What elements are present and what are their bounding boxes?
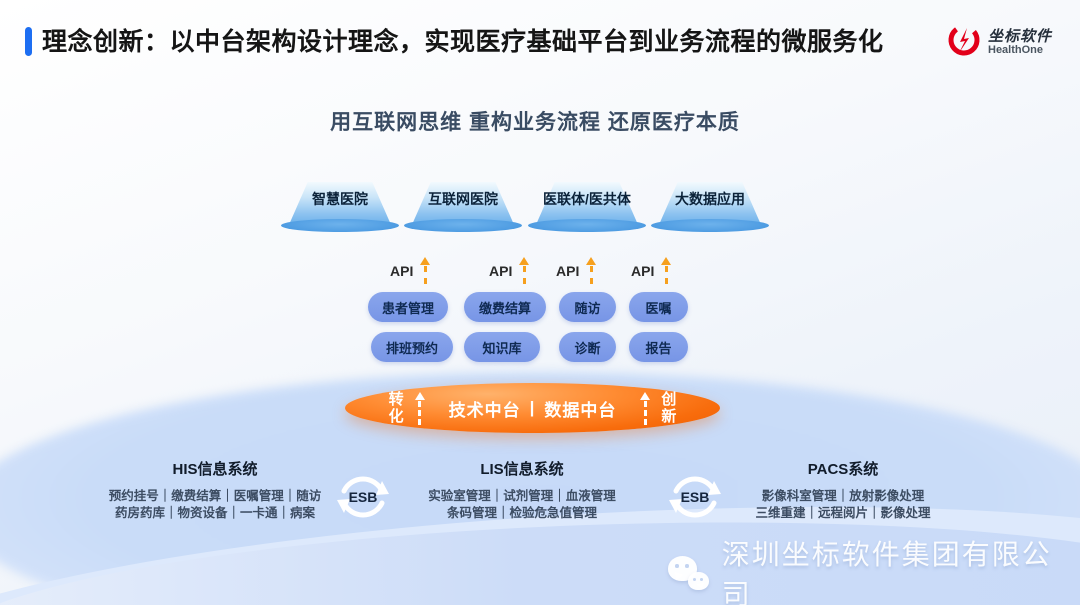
up-arrow-icon	[519, 257, 530, 284]
esb-connector-1: ESB	[334, 468, 392, 526]
innovate-vertical-label: 创新	[661, 391, 677, 425]
logo-text: 坐标软件 HealthOne	[988, 29, 1052, 56]
platform-internet-hospital: 互联网医院	[403, 182, 523, 232]
api-gateway-2: API	[489, 257, 530, 291]
api-gateway-1: API	[390, 257, 431, 291]
platform-label: 大数据应用	[675, 191, 745, 207]
title-accent-bar	[25, 27, 32, 56]
service-patient-management: 患者管理	[368, 292, 448, 322]
platform-medical-alliance: 医联体/医共体	[527, 182, 647, 232]
logo-sub-brand: HealthOne	[988, 43, 1044, 56]
up-arrow-icon	[586, 257, 597, 284]
healthone-logo-icon	[946, 22, 982, 63]
platform-label: 互联网医院	[428, 191, 498, 207]
separator: |	[529, 398, 536, 417]
his-line-1: 预约挂号｜缴费结算｜医嘱管理｜随访	[108, 489, 322, 503]
his-system-title: HIS信息系统	[172, 461, 258, 478]
api-label: API	[489, 263, 513, 279]
up-arrow-icon	[661, 257, 672, 284]
pacs-line-2: 三维重建｜远程阅片｜影像处理	[755, 506, 931, 520]
sync-arrows-icon	[669, 476, 721, 518]
up-arrow-icon	[420, 257, 431, 284]
his-system-details: 预约挂号｜缴费结算｜医嘱管理｜随访 药房药库｜物资设备｜一卡通｜病案	[90, 488, 340, 522]
pacs-system-block: PACS系统 影像科室管理｜放射影像处理 三维重建｜远程阅片｜影像处理	[718, 458, 968, 522]
service-doctor-orders: 医嘱	[629, 292, 688, 322]
trapezoid-base-ellipse	[280, 219, 400, 232]
platform-label: 智慧医院	[312, 191, 368, 207]
api-label: API	[556, 263, 580, 279]
service-diagnosis: 诊断	[559, 332, 616, 362]
wechat-icon	[668, 553, 712, 593]
middle-platform-ellipse: 转化 技术中台 | 数据中台 创新	[345, 383, 720, 433]
company-logo: 坐标软件 HealthOne	[946, 22, 1052, 63]
platform-label: 医联体/医共体	[543, 191, 631, 207]
esb-connector-2: ESB	[666, 468, 724, 526]
lis-system-details: 实验室管理｜试剂管理｜血液管理 条码管理｜检验危急值管理	[397, 488, 647, 522]
service-report: 报告	[629, 332, 688, 362]
platform-big-data: 大数据应用	[650, 182, 770, 232]
service-scheduling: 排班预约	[371, 332, 453, 362]
up-arrow-icon	[640, 391, 651, 425]
platform-smart-hospital: 智慧医院	[280, 182, 400, 232]
trapezoid-base-ellipse	[650, 219, 770, 232]
logo-brand-name: 坐标软件	[988, 27, 1053, 45]
service-follow-up: 随访	[559, 292, 616, 322]
up-arrow-icon	[414, 391, 425, 425]
api-gateway-3: API	[556, 257, 597, 291]
trapezoid-base-ellipse	[527, 219, 647, 232]
esb-label: ESB	[348, 489, 378, 505]
service-knowledge-base: 知识库	[464, 332, 540, 362]
api-label: API	[390, 263, 414, 279]
middle-platform-title: 技术中台 | 数据中台	[449, 396, 617, 421]
api-gateway-4: API	[631, 257, 672, 291]
api-label: API	[631, 263, 655, 279]
company-watermark: 深圳坐标软件集团有限公司	[668, 533, 1080, 605]
esb-label: ESB	[680, 489, 710, 505]
data-middle-platform-label: 数据中台	[544, 400, 617, 420]
his-system-block: HIS信息系统 预约挂号｜缴费结算｜医嘱管理｜随访 药房药库｜物资设备｜一卡通｜…	[90, 458, 340, 522]
transform-vertical-label: 转化	[388, 391, 404, 425]
pacs-line-1: 影像科室管理｜放射影像处理	[761, 489, 925, 503]
lis-system-title: LIS信息系统	[480, 461, 564, 478]
watermark-text: 深圳坐标软件集团有限公司	[721, 539, 1052, 605]
pacs-system-details: 影像科室管理｜放射影像处理 三维重建｜远程阅片｜影像处理	[718, 488, 968, 522]
service-payment-settlement: 缴费结算	[464, 292, 546, 322]
pacs-system-title: PACS系统	[807, 461, 879, 478]
lis-line-2: 条码管理｜检验危急值管理	[446, 506, 597, 520]
trapezoid-base-ellipse	[403, 219, 523, 232]
slide-subtitle: 用互联网思维 重构业务流程 还原医疗本质	[330, 111, 740, 134]
sync-arrows-icon	[337, 476, 389, 518]
page-title: 理念创新：以中台架构设计理念，实现医疗基础平台到业务流程的微服务化	[42, 28, 884, 56]
lis-system-block: LIS信息系统 实验室管理｜试剂管理｜血液管理 条码管理｜检验危急值管理	[397, 458, 647, 522]
lis-line-1: 实验室管理｜试剂管理｜血液管理	[428, 489, 616, 503]
his-line-2: 药房药库｜物资设备｜一卡通｜病案	[114, 506, 315, 520]
tech-middle-platform-label: 技术中台	[448, 400, 521, 420]
